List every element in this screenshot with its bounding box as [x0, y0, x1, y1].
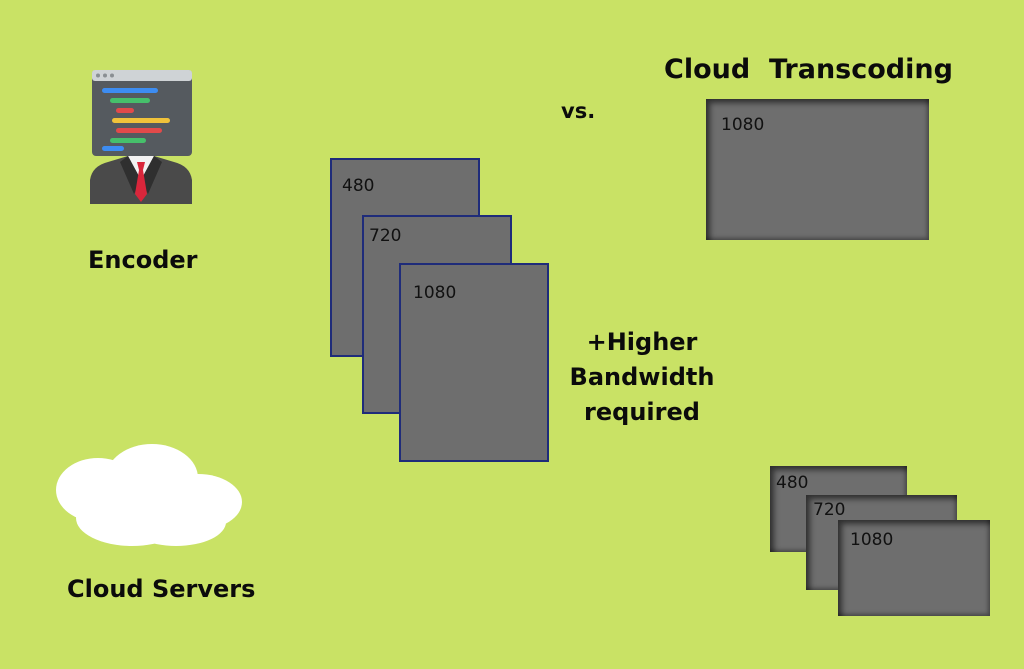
cloud-icon	[56, 444, 242, 546]
frame-1080: 1080	[399, 263, 549, 462]
vs-label: vs.	[561, 99, 596, 123]
output-frame-1080-label: 1080	[850, 530, 894, 550]
encoder-label: Encoder	[88, 246, 198, 274]
bandwidth-note-line-1: +Higher	[586, 328, 698, 356]
bandwidth-note: +Higher Bandwidth required	[552, 325, 732, 430]
frame-1080-label: 1080	[413, 283, 457, 303]
frame-480-label: 480	[342, 176, 375, 196]
frame-720-label: 720	[369, 226, 402, 246]
cloud-servers-label: Cloud Servers	[67, 575, 256, 603]
source-frame-1080: 1080	[706, 99, 929, 240]
encoder-icon	[90, 70, 192, 204]
bandwidth-note-line-3: required	[584, 398, 700, 426]
bandwidth-note-line-2: Bandwidth	[569, 363, 715, 391]
output-frame-720-label: 720	[813, 500, 846, 520]
output-frame-480-label: 480	[776, 473, 809, 493]
source-frame-label: 1080	[721, 115, 765, 135]
output-frame-1080: 1080	[838, 520, 990, 616]
cloud-transcoding-title: Cloud Transcoding	[664, 54, 953, 85]
